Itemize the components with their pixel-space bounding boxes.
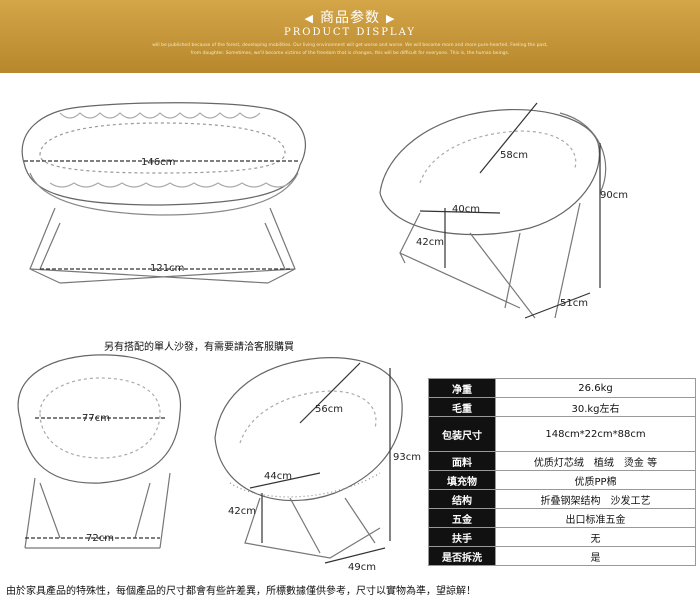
sofa-base-label: 121cm	[150, 263, 185, 274]
spec-row: 填充物优质PP棉	[428, 470, 696, 490]
front-chair-drawing	[17, 354, 182, 549]
spec-row: 五金出口标准五金	[428, 508, 696, 528]
matching-chair-note: 另有搭配的單人沙發，有需要請洽客服購買	[104, 342, 294, 353]
spec-value: 出口标准五金	[495, 508, 696, 528]
spec-value: 优质灯芯绒 植绒 烫金 等	[495, 451, 696, 471]
single-seat-height-label: 42cm	[416, 237, 444, 248]
spec-label: 毛重	[428, 397, 496, 417]
spec-value: 是	[495, 546, 696, 566]
spec-label: 结构	[428, 489, 496, 509]
product-line-drawings	[17, 102, 607, 564]
single-chair-drawing	[379, 102, 607, 319]
spec-label: 五金	[428, 508, 496, 528]
spec-label: 填充物	[428, 470, 496, 490]
spec-value: 148cm*22cm*88cm	[495, 416, 696, 452]
left-arrow-icon: ◀	[304, 12, 314, 25]
side-seat-height-label: 42cm	[228, 506, 256, 517]
spec-row: 扶手无	[428, 527, 696, 547]
spec-label: 净重	[428, 378, 496, 398]
size-disclaimer: 由於家具產品的特殊性，每個產品的尺寸都會有些許差異，所標數據僅供參考，尺寸以實物…	[6, 586, 476, 597]
right-arrow-icon: ▶	[386, 12, 396, 25]
banner-fine-print: will be published because of the forest,…	[152, 43, 548, 56]
spec-value: 优质PP棉	[495, 470, 696, 490]
spec-label: 扶手	[428, 527, 496, 547]
spec-row: 结构折叠钢架结构 沙发工艺	[428, 489, 696, 509]
single-base-label: 51cm	[560, 298, 588, 309]
banner-title-text: 商品参数	[320, 10, 380, 26]
spec-label: 面料	[428, 451, 496, 471]
sofa-drawing	[21, 102, 307, 284]
header-banner: ◀ 商品参数 ▶ PRODUCT DISPLAY will be published…	[0, 0, 700, 73]
spec-value: 30.kg左右	[495, 397, 696, 417]
spec-row: 面料优质灯芯绒 植绒 烫金 等	[428, 451, 696, 471]
spec-value: 折叠钢架结构 沙发工艺	[495, 489, 696, 509]
single-seat-label: 40cm	[452, 204, 480, 215]
front-base-label: 72cm	[86, 533, 114, 544]
side-seat-label: 44cm	[264, 471, 292, 482]
spec-value: 无	[495, 527, 696, 547]
front-width-label: 77cm	[82, 413, 110, 424]
single-depth-label: 58cm	[500, 150, 528, 161]
sofa-width-label: 146cm	[141, 157, 176, 168]
side-chair-drawing	[214, 357, 403, 564]
side-depth-label: 56cm	[315, 404, 343, 415]
side-base-label: 49cm	[348, 562, 376, 573]
single-height-label: 90cm	[600, 190, 628, 201]
spec-label: 包装尺寸	[428, 416, 496, 452]
banner-subtitle: PRODUCT DISPLAY	[283, 27, 416, 38]
spec-value: 26.6kg	[495, 378, 696, 398]
banner-title: ◀ 商品参数 ▶	[0, 7, 700, 27]
spec-row: 是否拆洗是	[428, 546, 696, 566]
side-height-label: 93cm	[393, 452, 421, 463]
spec-label: 是否拆洗	[428, 546, 496, 566]
